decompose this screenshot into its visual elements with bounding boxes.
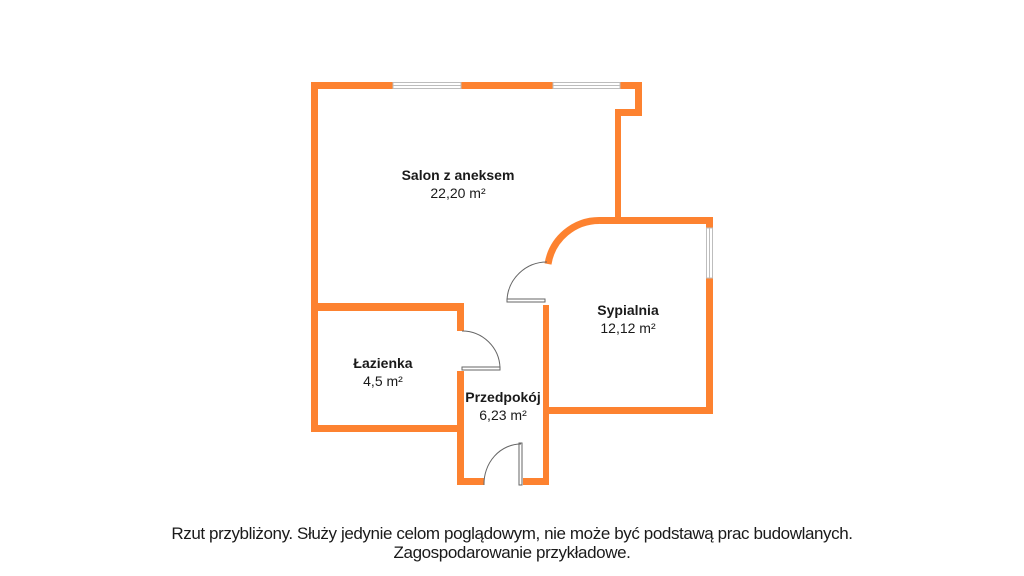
disclaimer-line-2: Zagospodarowanie przykładowe. bbox=[393, 543, 631, 562]
room-sypialnia: Sypialnia 12,12 m² bbox=[597, 301, 658, 337]
room-area: 4,5 m² bbox=[363, 373, 403, 389]
room-area: 6,23 m² bbox=[479, 407, 527, 423]
room-name: Salon z aneksem bbox=[401, 167, 515, 183]
door-bedroom[interactable] bbox=[506, 261, 548, 303]
door-bathroom[interactable] bbox=[461, 330, 501, 371]
wall-notch-right bbox=[635, 82, 642, 116]
room-name: Sypialnia bbox=[597, 302, 659, 318]
wall-bedroom-bottom bbox=[543, 407, 713, 414]
wall-hall-bottom-left bbox=[457, 478, 484, 485]
wall-bedroom-top bbox=[600, 217, 713, 224]
room-name: Łazienka bbox=[353, 355, 413, 371]
disclaimer-line-1: Rzut przybliżony. Służy jedynie celom po… bbox=[171, 524, 853, 543]
wall-bedroom-right bbox=[706, 217, 713, 414]
wall-bathroom-right-upper bbox=[457, 303, 464, 331]
wall-notch-bottom bbox=[615, 109, 642, 116]
room-name: Przedpokój bbox=[465, 389, 541, 405]
door-entrance[interactable] bbox=[483, 442, 523, 486]
room-area: 12,12 m² bbox=[600, 320, 656, 336]
wall-top bbox=[311, 82, 642, 89]
room-przedpokoj: Przedpokój 6,23 m² bbox=[465, 388, 540, 424]
wall-bathroom-bottom bbox=[311, 425, 464, 432]
curved-wall bbox=[544, 216, 601, 265]
wall-hall-right bbox=[543, 305, 549, 485]
room-area: 22,20 m² bbox=[430, 185, 486, 201]
wall-bathroom-top bbox=[311, 303, 464, 311]
wall-hall-bottom-right bbox=[523, 478, 549, 485]
walls bbox=[311, 82, 713, 485]
wall-left bbox=[311, 82, 318, 432]
room-lazienka: Łazienka 4,5 m² bbox=[353, 354, 412, 390]
wall-salon-right bbox=[615, 109, 621, 221]
room-salon: Salon z aneksem 22,20 m² bbox=[402, 166, 515, 202]
